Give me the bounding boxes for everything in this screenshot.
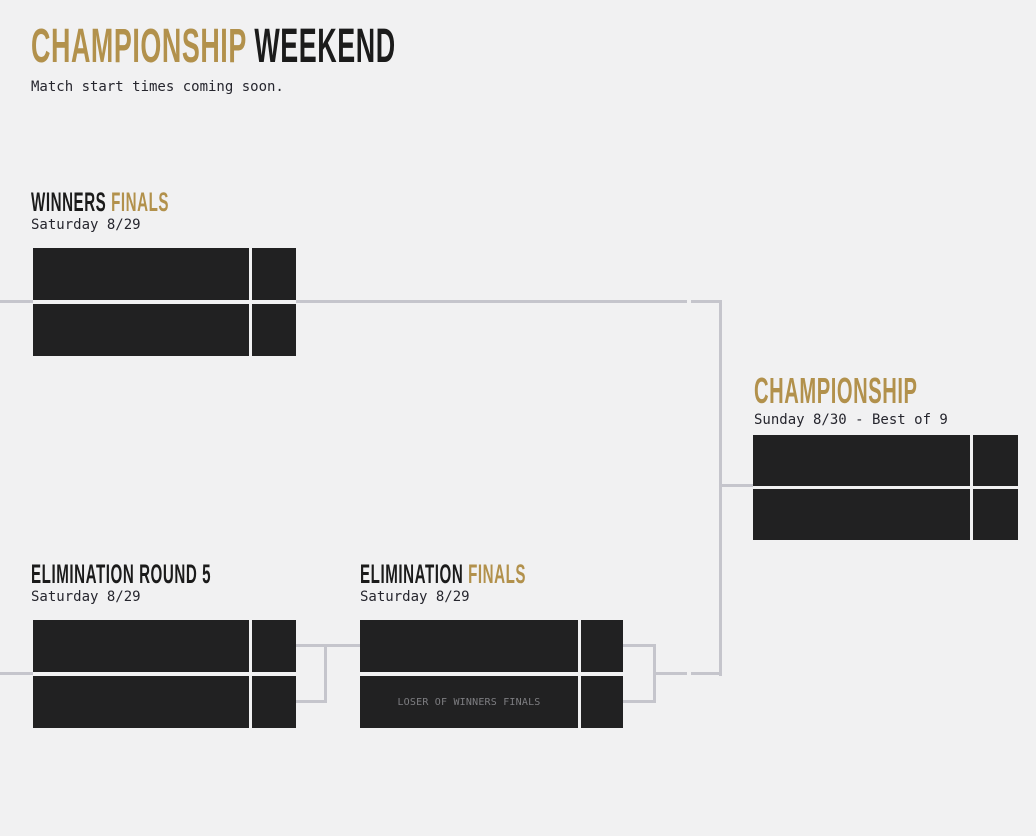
elimination-finals-title: ELIMINATION FINALS	[360, 561, 526, 588]
connector-championship-feed	[722, 484, 753, 487]
elimination-finals-slot2-score	[581, 676, 623, 728]
championship-title-accent: CHAMPIONSHIP	[754, 370, 918, 411]
championship-date: Sunday 8/30 - Best of 9	[754, 412, 948, 428]
winners-finals-title-accent: FINALS	[111, 187, 170, 217]
connector-elimfinals-mid-out-right	[691, 672, 719, 675]
elimination-round5-slot2-score	[252, 676, 296, 728]
championship-slot2-score	[973, 489, 1018, 540]
connector-round5-elbow-vertical	[324, 644, 327, 703]
elimination-finals-slot1-team	[360, 620, 578, 672]
elimination-round5-slot1-team	[33, 620, 249, 672]
connector-main-vertical	[719, 300, 722, 676]
connector-elimfinals-elbow-vertical	[653, 644, 656, 703]
connector-winners-out-left	[296, 300, 687, 303]
winners-finals-title: WINNERS FINALS	[31, 189, 169, 216]
page-subtitle: Match start times coming soon.	[31, 79, 284, 95]
connector-elimination-incoming	[0, 672, 33, 675]
elimination-finals-slot1-score	[581, 620, 623, 672]
elimination-round5-title: ELIMINATION ROUND 5	[31, 561, 211, 588]
connector-round5-bottom-out	[296, 700, 324, 703]
winners-finals-slot1-team	[33, 248, 249, 300]
elimination-round5-title-primary: ELIMINATION ROUND 5	[31, 559, 212, 589]
page-title-rest: WEEKEND	[254, 20, 396, 73]
connector-round5-top-out	[296, 644, 360, 647]
connector-winners-incoming	[0, 300, 33, 303]
winners-finals-title-primary: WINNERS	[31, 187, 107, 217]
connector-elimfinals-mid-out-left	[656, 672, 687, 675]
elimination-finals-title-primary: ELIMINATION	[360, 559, 464, 589]
elimination-round5-slot1-score	[252, 620, 296, 672]
connector-elimfinals-bottom-out	[623, 700, 653, 703]
elimination-round5-slot2-team	[33, 676, 249, 728]
championship-slot1-team	[753, 435, 970, 486]
elimination-round5-date: Saturday 8/29	[31, 589, 141, 605]
championship-title: CHAMPIONSHIP	[754, 373, 918, 409]
connector-winners-out-right	[691, 300, 722, 303]
winners-finals-slot2-team	[33, 304, 249, 356]
elimination-finals-slot2-label: LOSER OF WINNERS FINALS	[397, 696, 541, 708]
championship-slot1-score	[973, 435, 1018, 486]
elimination-finals-date: Saturday 8/29	[360, 589, 470, 605]
elimination-finals-title-accent: FINALS	[468, 559, 527, 589]
winners-finals-slot1-score	[252, 248, 296, 300]
championship-slot2-team	[753, 489, 970, 540]
winners-finals-slot2-score	[252, 304, 296, 356]
page-title: CHAMPIONSHIP WEEKEND	[31, 23, 396, 71]
elimination-finals-slot2-team: LOSER OF WINNERS FINALS	[360, 676, 578, 728]
connector-elimfinals-top-out	[623, 644, 656, 647]
page-title-accent: CHAMPIONSHIP	[31, 20, 247, 73]
winners-finals-date: Saturday 8/29	[31, 217, 141, 233]
